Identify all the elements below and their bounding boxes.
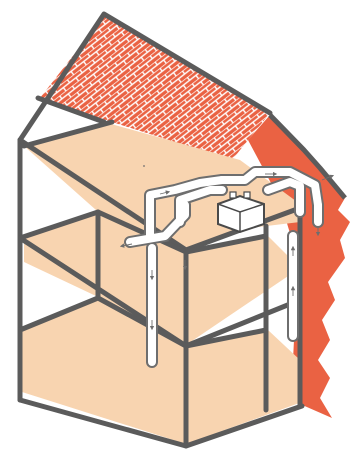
floor-vent — [143, 165, 145, 167]
